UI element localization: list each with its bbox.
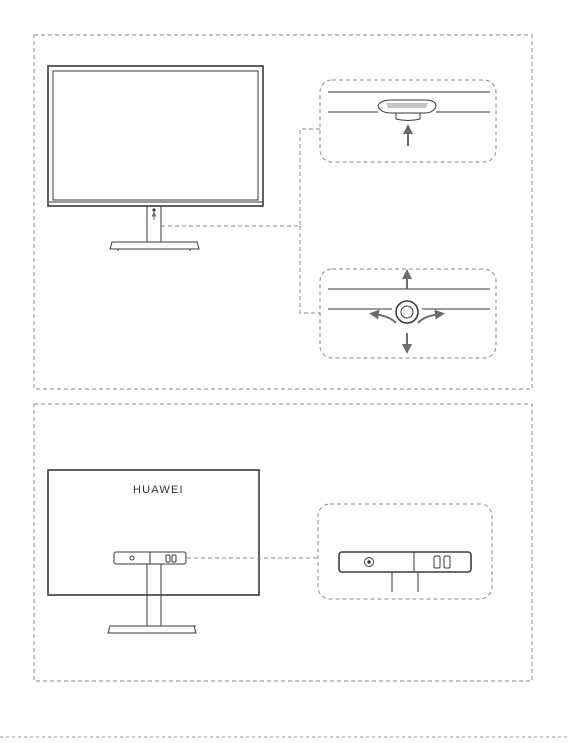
ports-detail-port-2-icon [444,556,450,568]
power-button-cap [396,113,420,121]
monitor-front-screen [53,71,258,200]
rear-view-panel-border [34,404,532,681]
joystick-right-arrow-icon [418,314,440,323]
rear-joystick-port-icon [130,556,134,560]
leader-to-power-callout [161,129,320,226]
monitor-front-frame [48,66,263,206]
joystick-outer-ring [396,301,418,323]
front-power-indicator-icon [152,208,155,211]
joystick-knob-icon [401,306,413,318]
rear-port-2-icon [172,555,176,562]
monitor-front-base [110,242,199,249]
front-view-panel-border [34,35,532,389]
rear-port-1-icon [166,555,170,562]
monitor-rear-base [108,626,196,633]
joystick-left-arrow-icon [374,314,396,323]
ports-detail-bar [339,552,471,572]
leader-to-joystick-callout [300,226,320,313]
monitor-front [48,66,263,251]
ports-detail-port-1-icon [434,556,440,568]
huawei-logo-text: HUAWEI [133,484,184,496]
joystick-callout [320,269,496,358]
power-button-highlight [386,103,428,108]
ports-callout [318,504,492,599]
power-button-callout [320,80,496,162]
